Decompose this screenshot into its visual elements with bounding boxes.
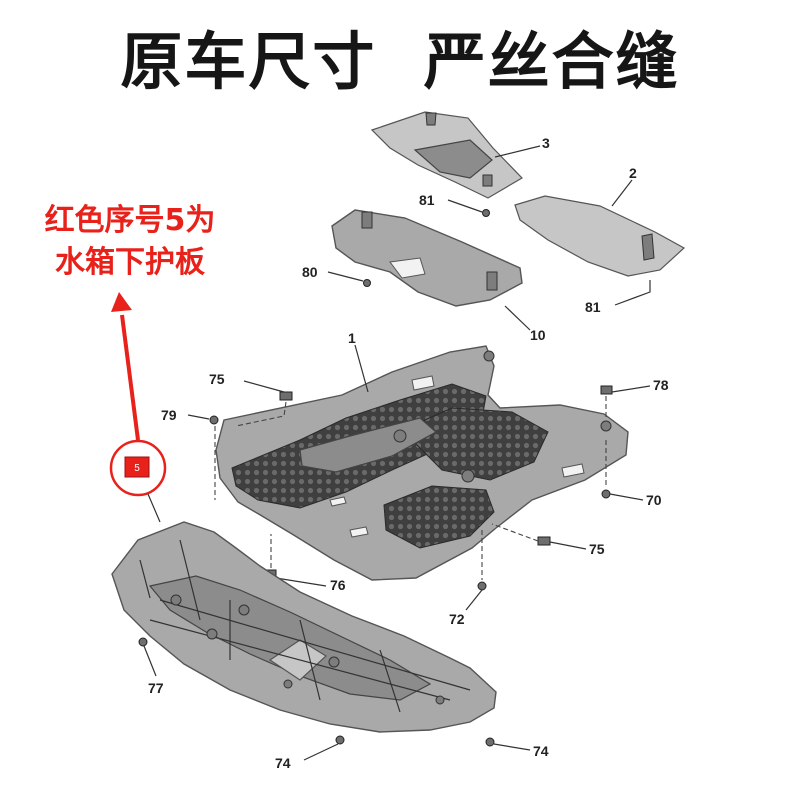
- red-marker-label: 5: [134, 463, 140, 474]
- red-marker-circle: [109, 439, 167, 497]
- part-3-panel: 3: [370, 111, 550, 199]
- callout-10: 10: [530, 327, 546, 343]
- fastener-77: 77: [138, 637, 164, 696]
- fastener-79: 79: [161, 407, 219, 500]
- callout-74-right: 74: [533, 743, 549, 759]
- red-arrow-shaft: [120, 314, 140, 441]
- annotation-line-2: 水箱下护板: [55, 245, 205, 280]
- callout-74-left: 74: [275, 755, 291, 771]
- fastener-74-right: 74: [485, 737, 549, 759]
- fastener-75-lower: 75: [491, 523, 605, 557]
- part-1-main-panel: 1: [215, 330, 629, 581]
- headline-part-2: 严丝合缝: [423, 25, 680, 98]
- callout-81-upper: 81: [419, 192, 435, 208]
- fastener-78: 78: [600, 377, 669, 418]
- headline-part-1: 原车尺寸: [120, 25, 377, 98]
- callout-75-upper: 75: [209, 371, 225, 387]
- red-marker-box: [124, 456, 150, 478]
- red-arrow-head: [111, 292, 132, 312]
- callout-78: 78: [653, 377, 669, 393]
- fastener-75-upper: 75: [209, 371, 293, 427]
- fastener-74-left: 74: [275, 735, 345, 771]
- callout-80: 80: [302, 264, 318, 280]
- callout-76: 76: [330, 577, 346, 593]
- part-5-splash-panel: [111, 521, 497, 733]
- callout-2: 2: [629, 165, 637, 181]
- annotation-text: 红色序号5为 水箱下护板: [14, 200, 246, 284]
- fastener-81-upper: 81: [419, 192, 490, 217]
- callout-81-lower: 81: [585, 299, 601, 315]
- fastener-70: 70: [601, 440, 662, 508]
- headline: 原车尺寸 严丝合缝: [0, 20, 800, 104]
- callout-72: 72: [449, 611, 465, 627]
- callout-3: 3: [542, 135, 550, 151]
- callout-79: 79: [161, 407, 177, 423]
- callout-75-lower: 75: [589, 541, 605, 557]
- callout-77: 77: [148, 680, 164, 696]
- callout-70: 70: [646, 492, 662, 508]
- part-10-panel: 10 80: [302, 209, 546, 343]
- red-marker-group: 5: [109, 292, 167, 523]
- part-2-panel: 2 81: [514, 165, 686, 315]
- annotation-line-1: 红色序号5为: [44, 203, 216, 238]
- fastener-72: 72: [449, 530, 487, 627]
- callout-1: 1: [348, 330, 356, 346]
